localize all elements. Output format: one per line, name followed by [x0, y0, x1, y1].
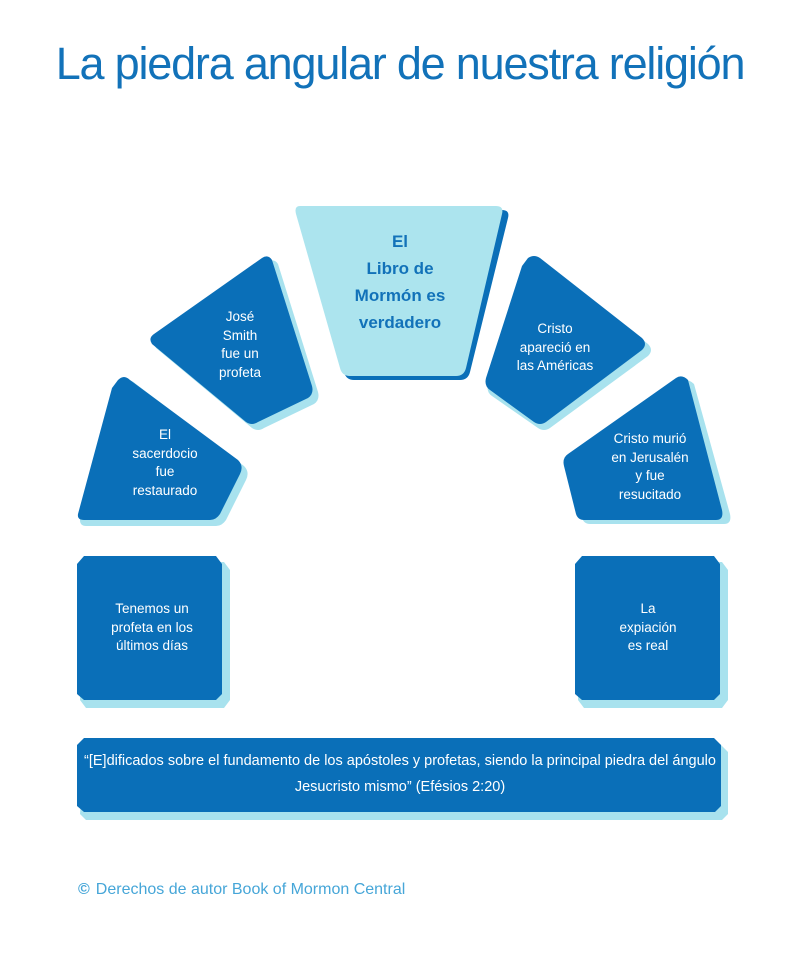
stone-right-base [575, 556, 728, 708]
stone-right-upper [485, 256, 651, 430]
stone-right-upper-label: Cristo apareció en las Américas [516, 321, 594, 373]
stone-right-middle-label: Cristo murió en Jerusalén y fue resucita… [611, 431, 689, 502]
copyright-icon: © [78, 881, 90, 898]
stone-left-middle-label: El sacerdocio fue restaurado [132, 427, 198, 498]
copyright-notice: © Derechos de autor Book of Mormon Centra… [78, 881, 405, 899]
foundation-quote: “[E]dificados sobre el fundamento de los… [84, 753, 716, 795]
stone-right-middle [563, 376, 731, 524]
stone-left-base [77, 556, 230, 708]
foundation-stone [77, 738, 728, 820]
stone-left-upper [150, 256, 319, 430]
stone-left-base-label: Tenemos un profeta en los últimos días [111, 601, 193, 653]
copyright-text: Derechos de autor Book of Mormon Central [95, 881, 406, 898]
stone-left-upper-label: José Smith fue un profeta [218, 309, 262, 380]
page-title: La piedra angular de nuestra religión [55, 38, 746, 89]
stone-keystone-label: El Libro de Mormón es verdadero [354, 232, 446, 332]
stone-left-middle [77, 377, 248, 526]
stone-keystone [295, 206, 509, 380]
stone-right-base-label: La expiación es real [619, 601, 677, 653]
